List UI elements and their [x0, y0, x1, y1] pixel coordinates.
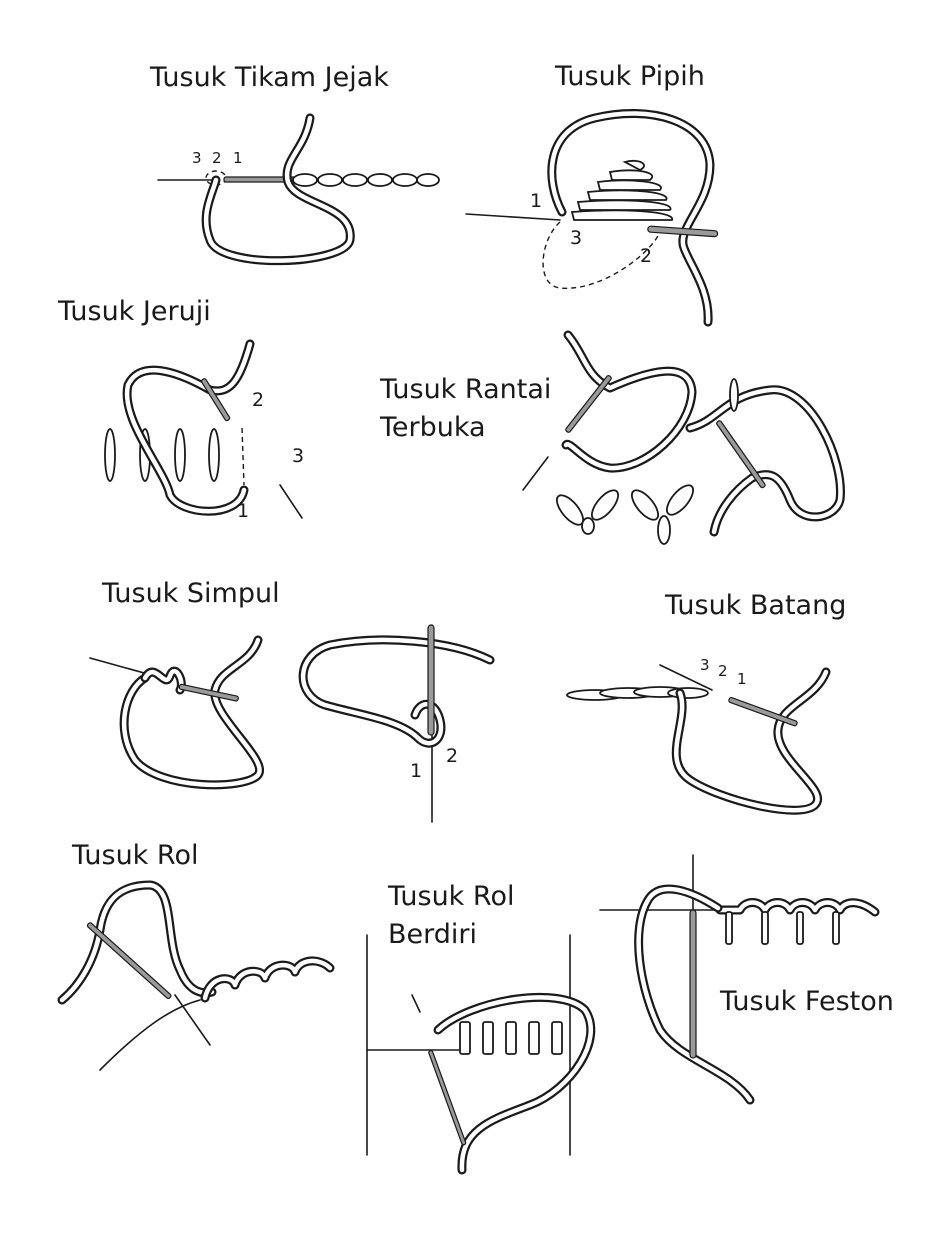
needle	[200, 378, 231, 422]
stitch-petal	[729, 378, 739, 412]
left-loop	[561, 330, 697, 473]
title-rantai-line2: Terbuka	[379, 412, 486, 443]
title-rol-berdiri-line2: Berdiri	[388, 919, 477, 950]
step-label-3: 3	[292, 445, 304, 467]
stitch-guide	[659, 664, 713, 691]
diagram-jeruji: Tusuk Jeruji 2 3 1	[57, 296, 304, 522]
thread-loop	[57, 880, 217, 1005]
step-label-2: 2	[446, 745, 458, 767]
diagram-rol-berdiri: Tusuk Rol Berdiri	[366, 881, 596, 1175]
thread-loop	[634, 884, 755, 1105]
needle	[728, 696, 798, 727]
petal-pair-right	[631, 484, 694, 545]
needle	[178, 683, 239, 702]
step-label-1: 1	[233, 149, 243, 167]
needle	[716, 420, 766, 489]
step-label-1: 1	[737, 670, 747, 688]
stitch-guide	[279, 484, 303, 519]
diagram-rol: Tusuk Rol	[57, 840, 335, 1071]
title-batang: Tusuk Batang	[664, 590, 846, 621]
coil-wraps	[200, 956, 335, 1003]
standing-coils	[459, 1021, 563, 1055]
diagram-rantai-terbuka: Tusuk Rantai Terbuka	[379, 330, 845, 545]
title-simpul: Tusuk Simpul	[101, 578, 280, 609]
title-pipih: Tusuk Pipih	[554, 61, 705, 92]
diagram-simpul: Tusuk Simpul 2 1	[89, 578, 495, 823]
step-label-2: 2	[640, 245, 652, 267]
right-loop	[685, 385, 845, 537]
step-label-3: 3	[570, 227, 582, 249]
thread-loop	[671, 667, 831, 815]
thread-loop	[122, 339, 255, 516]
step-label-1: 1	[530, 190, 542, 212]
thread-loop	[433, 992, 596, 1175]
needle	[428, 1049, 467, 1146]
step-label-2: 2	[212, 149, 222, 167]
stitch-guide	[174, 994, 211, 1046]
needle-left	[465, 213, 561, 221]
diagram-batang: Tusuk Batang 3 2 1	[566, 590, 846, 815]
diagram-pipih: Tusuk Pipih 1 3 2	[465, 61, 719, 327]
needle	[86, 922, 172, 1000]
diagram-feston: Tusuk Feston	[599, 854, 894, 1105]
petal-pair-left	[556, 489, 619, 535]
stitch-row	[292, 173, 440, 187]
left-thread	[119, 635, 264, 790]
needle	[565, 375, 612, 433]
needle	[689, 909, 697, 1059]
step-label-2: 2	[252, 389, 264, 411]
loop-row	[715, 898, 880, 945]
step-label-2: 2	[718, 662, 728, 680]
title-feston: Tusuk Feston	[719, 986, 894, 1017]
stitch-guide	[411, 994, 421, 1013]
title-rol: Tusuk Rol	[71, 840, 198, 871]
title-tikam-jejak: Tusuk Tikam Jejak	[149, 62, 389, 93]
hidden-thread	[241, 427, 245, 486]
needle	[647, 225, 719, 238]
stitch-guide	[522, 456, 549, 491]
right-thread	[298, 635, 495, 748]
needle	[427, 624, 435, 736]
diagram-tikam-jejak: Tusuk Tikam Jejak 3 2 1	[149, 62, 440, 266]
step-label-3: 3	[192, 149, 202, 167]
thread-loop	[547, 109, 715, 327]
step-label-3: 3	[700, 656, 710, 674]
title-rantai-line1: Tusuk Rantai	[379, 374, 551, 405]
title-rol-berdiri-line1: Tusuk Rol	[387, 881, 514, 912]
thread-loop	[201, 113, 355, 266]
title-jeruji: Tusuk Jeruji	[57, 296, 211, 327]
step-label-1: 1	[237, 500, 249, 522]
stitch-row	[566, 686, 709, 701]
satin-fill	[570, 159, 673, 221]
step-label-1: 1	[410, 760, 422, 782]
hidden-thread	[542, 221, 661, 289]
fabric-line	[99, 999, 201, 1071]
